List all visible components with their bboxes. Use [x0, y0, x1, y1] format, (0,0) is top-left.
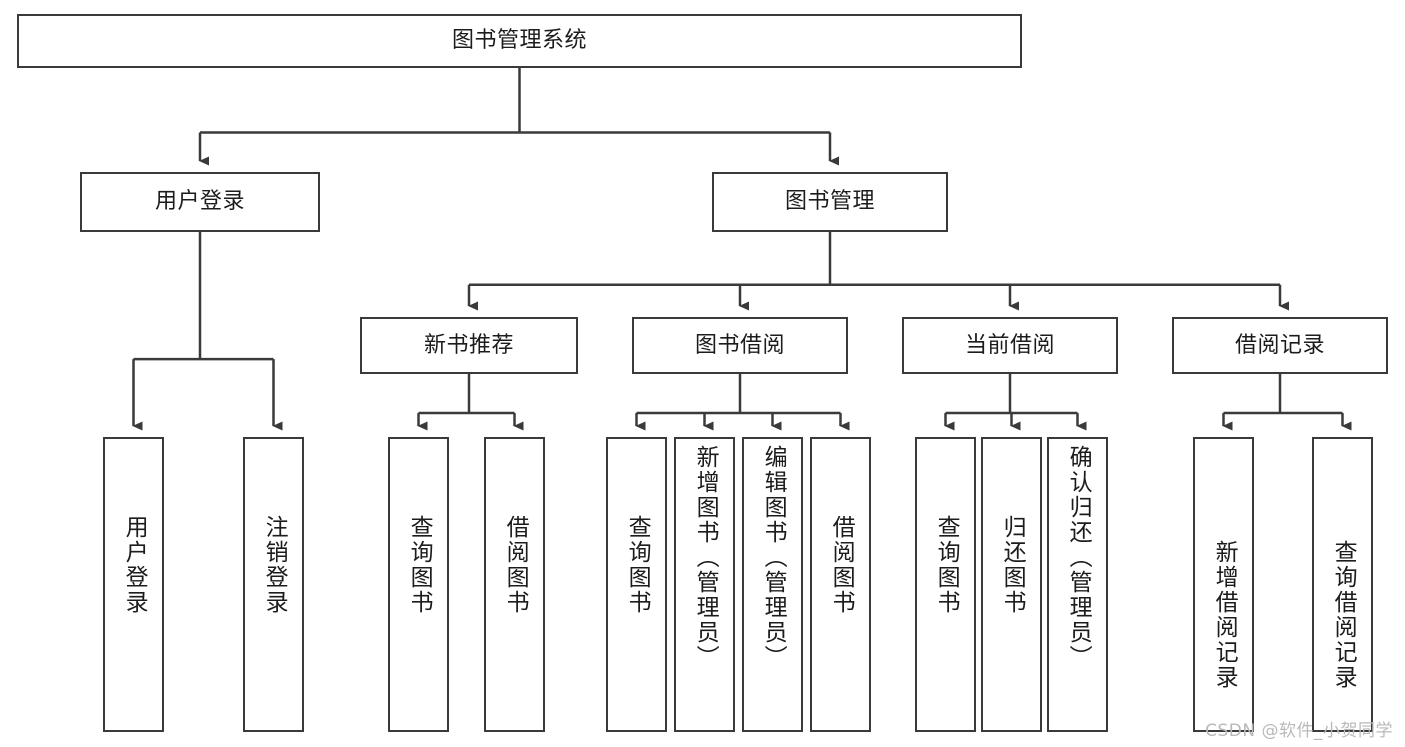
- node-add-book[interactable]: 新增图书（管理员）: [674, 437, 735, 732]
- node-label: 借阅图书: [502, 515, 529, 615]
- node-q-book-1[interactable]: 查询图书: [388, 437, 449, 732]
- node-label: 用户登录: [121, 515, 148, 615]
- node-label: 图书管理: [784, 189, 875, 215]
- node-edit-book[interactable]: 编辑图书（管理员）: [742, 437, 803, 732]
- node-login[interactable]: 用户登录: [80, 172, 320, 232]
- node-label: 借阅记录: [1234, 332, 1325, 358]
- node-newbook[interactable]: 新书推荐: [360, 317, 578, 374]
- node-q-book-2[interactable]: 查询图书: [606, 437, 667, 732]
- watermark-text: CSDN @软件_小贺同学: [1205, 721, 1393, 741]
- node-label: 归还图书: [999, 515, 1026, 615]
- node-label: 新增图书（管理员）: [692, 445, 719, 670]
- node-label: 查询图书: [624, 515, 651, 615]
- node-root[interactable]: 图书管理系统: [17, 14, 1022, 68]
- node-label: 查询图书: [933, 515, 960, 615]
- node-current[interactable]: 当前借阅: [902, 317, 1118, 374]
- node-borrow-book-1[interactable]: 借阅图书: [484, 437, 545, 732]
- node-q-book-3[interactable]: 查询图书: [915, 437, 976, 732]
- node-bookmgmt[interactable]: 图书管理: [712, 172, 948, 232]
- node-label: 借阅图书: [828, 515, 855, 615]
- node-records[interactable]: 借阅记录: [1172, 317, 1388, 374]
- node-label: 新书推荐: [423, 332, 514, 358]
- node-label: 查询借阅记录: [1330, 540, 1357, 690]
- node-logout[interactable]: 注销登录: [243, 437, 304, 732]
- node-label: 编辑图书（管理员）: [760, 445, 787, 670]
- node-label: 用户登录: [154, 189, 245, 215]
- node-query-record[interactable]: 查询借阅记录: [1312, 437, 1373, 732]
- node-add-record[interactable]: 新增借阅记录: [1193, 437, 1254, 732]
- node-label: 图书借阅: [694, 332, 785, 358]
- node-userlogin[interactable]: 用户登录: [103, 437, 164, 732]
- node-borrow-book-2[interactable]: 借阅图书: [810, 437, 871, 732]
- node-label: 确认归还（管理员）: [1065, 445, 1092, 670]
- node-label: 当前借阅: [964, 332, 1055, 358]
- node-borrow[interactable]: 图书借阅: [632, 317, 848, 374]
- node-confirm-return[interactable]: 确认归还（管理员）: [1047, 437, 1108, 732]
- node-label: 查询图书: [406, 515, 433, 615]
- node-label: 图书管理系统: [451, 28, 587, 54]
- node-label: 注销登录: [261, 515, 288, 615]
- node-label: 新增借阅记录: [1211, 540, 1238, 690]
- node-return-book[interactable]: 归还图书: [981, 437, 1042, 732]
